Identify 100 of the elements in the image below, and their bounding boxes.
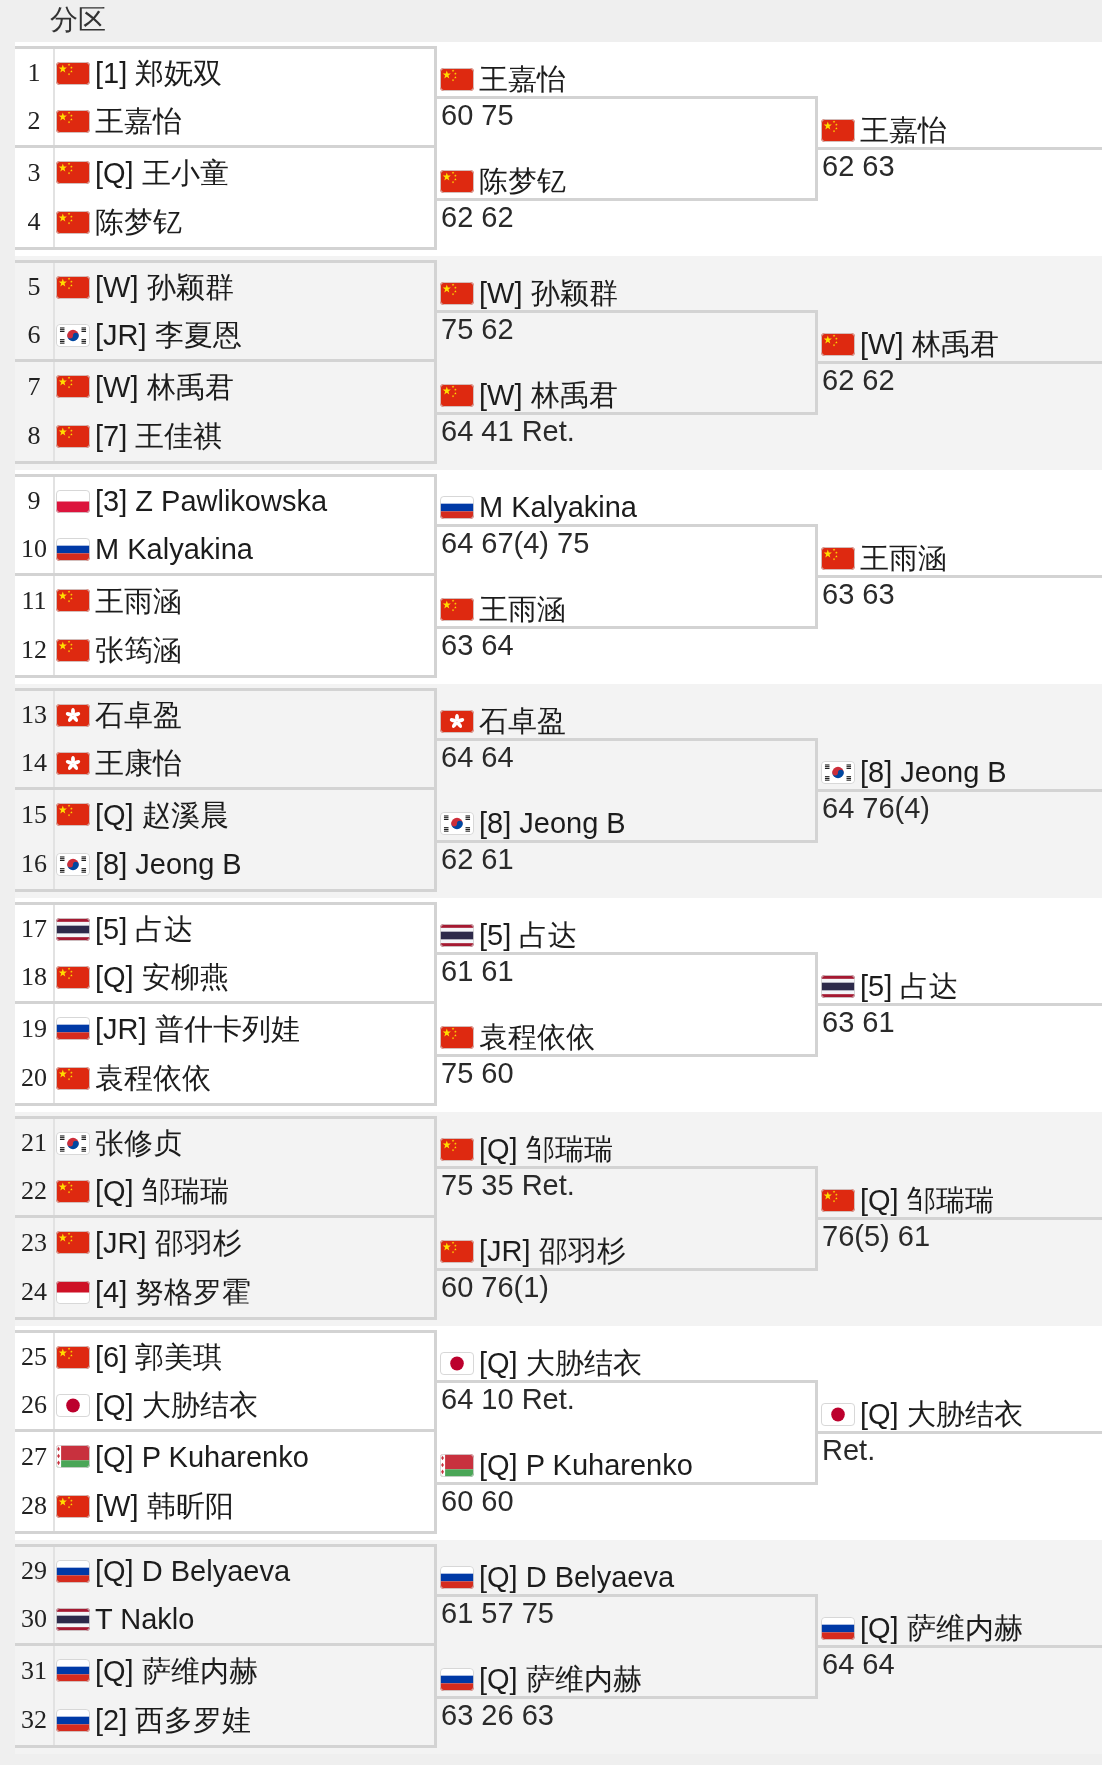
bracket-line [813, 96, 820, 150]
draw-number: 4 [26, 207, 42, 238]
draw-number: 10 [20, 534, 48, 564]
player-name: T Naklo [95, 1602, 195, 1636]
draw-number: 27 [20, 1441, 48, 1472]
draw-number: 21 [20, 1128, 48, 1158]
match-box [15, 902, 437, 1004]
draw-number: 17 [20, 914, 48, 944]
bracket-line [813, 952, 820, 1006]
match-box [15, 790, 437, 892]
match-box [15, 1544, 437, 1646]
player-name: [4] 努格罗霍 [95, 1275, 252, 1310]
bracket-line [813, 738, 820, 792]
player-name: 王雨涵 [860, 541, 947, 575]
match-score: 64 10 Ret. [441, 1383, 575, 1415]
player-name: [W] 林禹君 [860, 327, 999, 361]
draw-number: 7 [26, 371, 42, 402]
title-text: 分区 [50, 3, 106, 37]
player-name: [Q] 赵溪晨 [95, 797, 229, 832]
match-score: 63 26 63 [441, 1699, 554, 1731]
bracket-line [813, 1003, 820, 1057]
draw-number: 9 [26, 486, 42, 516]
draw-number: 5 [26, 272, 42, 302]
match-box [15, 1646, 437, 1748]
draw-number: 1 [26, 58, 42, 88]
draw-number: 18 [20, 962, 48, 992]
player-name: [Q] 邹瑞瑞 [860, 1183, 994, 1217]
player-name: [3] Z Pawlikowska [95, 484, 328, 518]
bracket-line [813, 1217, 820, 1271]
player-name: 袁程依依 [479, 1020, 595, 1054]
player-name: [JR] 邵羽杉 [95, 1225, 242, 1260]
match-score: 63 61 [822, 1006, 895, 1038]
player-name: [Q] 邹瑞瑞 [479, 1132, 613, 1166]
match-score: 62 61 [441, 843, 514, 875]
match-score: 63 64 [441, 629, 514, 661]
match-score: 60 76(1) [441, 1271, 549, 1303]
match-score: 75 62 [441, 313, 514, 345]
draw-number: 13 [20, 700, 48, 730]
player-name: [W] 孙颖群 [479, 276, 618, 310]
draw-number: 11 [20, 585, 48, 616]
match-box [15, 576, 437, 678]
draw-number: 19 [20, 1013, 48, 1044]
draw-number: 16 [20, 849, 48, 880]
draw-number: 23 [20, 1227, 48, 1258]
draw-number: 22 [20, 1176, 48, 1206]
match-score: 76(5) 61 [822, 1220, 930, 1252]
draw-number: 28 [20, 1491, 48, 1522]
bracket-line [813, 361, 820, 415]
player-name: 王雨涵 [479, 592, 566, 626]
player-name: [Q] 邹瑞瑞 [95, 1174, 229, 1208]
match-box [15, 688, 437, 790]
draw-number: 24 [20, 1277, 48, 1308]
player-name: [W] 韩昕阳 [95, 1489, 234, 1524]
bracket-line [813, 147, 820, 201]
match-box [15, 1218, 437, 1320]
player-name: [Q] P Kuharenko [95, 1439, 309, 1474]
match-box [15, 260, 437, 362]
player-name: [JR] 李夏恩 [95, 318, 242, 352]
draw-number: 6 [26, 320, 42, 350]
player-name: [Q] 安柳燕 [95, 960, 229, 994]
player-name: [Q] 大胁结衣 [860, 1397, 1023, 1431]
bracket-line [813, 789, 820, 843]
match-score: 64 67(4) 75 [441, 527, 590, 559]
player-name: 石卓盈 [479, 704, 566, 738]
player-name: [JR] 普什卡列娃 [95, 1011, 300, 1046]
draw-number: 26 [20, 1390, 48, 1420]
player-name: [Q] 大胁结衣 [479, 1346, 642, 1380]
player-name: 王嘉怡 [479, 62, 566, 96]
player-name: 王嘉怡 [860, 113, 947, 147]
match-score: 60 60 [441, 1485, 514, 1517]
bracket-line [813, 1645, 820, 1699]
match-score: 64 64 [441, 741, 514, 773]
match-box [15, 474, 437, 576]
player-name: 石卓盈 [95, 698, 182, 732]
bracket-line [813, 524, 820, 578]
match-box [15, 46, 437, 148]
player-name: [8] Jeong B [95, 847, 242, 882]
player-name: 王雨涵 [95, 583, 182, 618]
match-box [15, 1004, 437, 1106]
match-score: 64 76(4) [822, 792, 930, 824]
player-name: M Kalyakina [479, 490, 637, 524]
bracket-line [813, 1380, 820, 1434]
player-name: 袁程依依 [95, 1061, 211, 1096]
draw-number: 32 [20, 1705, 48, 1736]
match-box [15, 1432, 437, 1534]
player-name: [Q] 萨维内赫 [860, 1611, 1023, 1645]
draw-number: 29 [20, 1556, 48, 1586]
player-name: 张筠涵 [95, 633, 182, 668]
match-score: 61 61 [441, 955, 514, 987]
player-name: [5] 占达 [860, 969, 959, 1003]
match-score: 64 41 Ret. [441, 415, 575, 447]
draw-number: 15 [20, 799, 48, 830]
player-name: [Q] D Belyaeva [479, 1560, 675, 1594]
bracket-line [813, 310, 820, 364]
player-name: [Q] D Belyaeva [95, 1554, 291, 1588]
player-name: [5] 占达 [95, 912, 194, 946]
player-name: 陈梦钇 [95, 205, 182, 240]
player-name: [W] 孙颖群 [95, 270, 234, 304]
match-score: 60 75 [441, 99, 514, 131]
player-name: [W] 林禹君 [479, 378, 618, 412]
